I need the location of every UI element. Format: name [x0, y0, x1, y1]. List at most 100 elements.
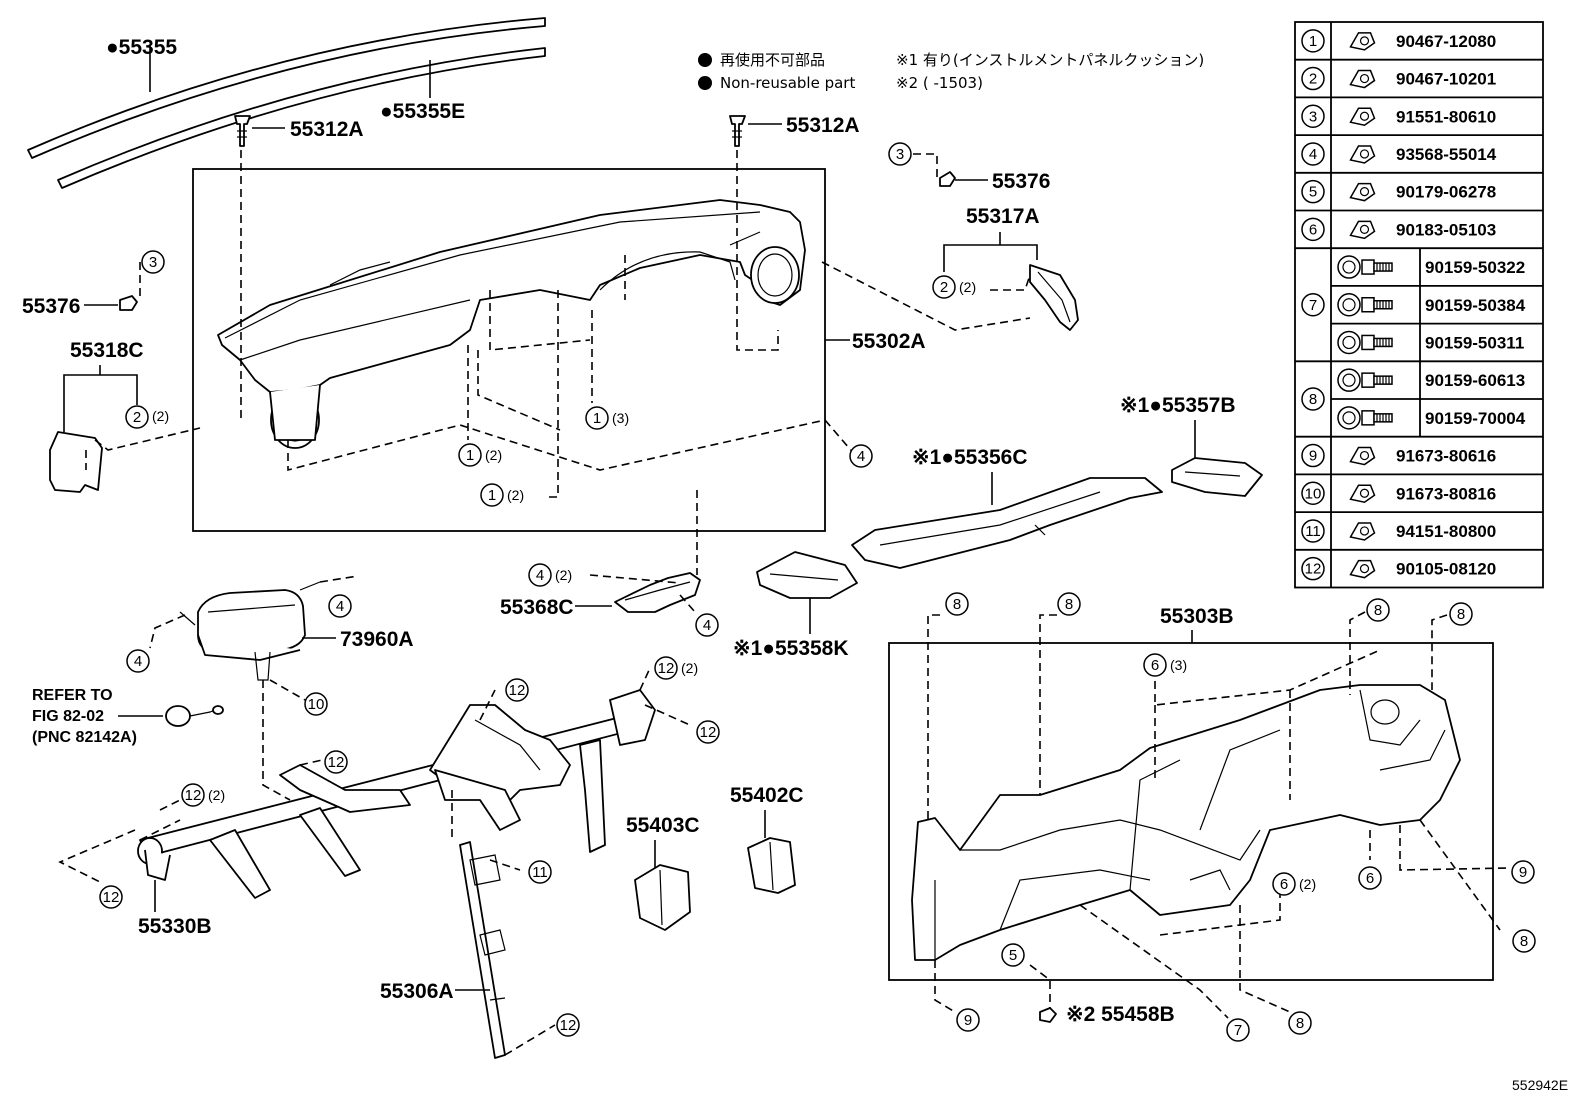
svg-text:6: 6	[1280, 876, 1288, 893]
bolt-washer-icon	[1337, 330, 1393, 355]
svg-text:4: 4	[536, 567, 544, 584]
legend-non-reusable-jp: 再使用不可部品	[720, 51, 825, 69]
part-number: 90159-70004	[1425, 409, 1526, 428]
connector-part	[165, 705, 224, 727]
part-number: 93568-55014	[1396, 145, 1497, 164]
label-55355: ●55355	[106, 36, 177, 59]
parts-table-ref	[1301, 481, 1325, 505]
label-55330b: 55330B	[138, 915, 212, 938]
refer-line-1: REFER TO	[32, 687, 113, 704]
parts-table-row: 9 91673-80616	[1295, 435, 1543, 475]
callouts: 3 3 2 (2) 2 (2) 1 (3) 1 (2) 1 (2) 4 4 (2…	[99, 142, 1536, 1042]
callout-4: 4	[126, 649, 150, 673]
part-number: 91673-80616	[1396, 447, 1496, 466]
parts-table-ref-number: 1	[1309, 33, 1317, 50]
svg-text:8: 8	[1374, 602, 1382, 619]
svg-text:12: 12	[103, 889, 120, 906]
callout-6: 6	[1358, 866, 1382, 890]
callout-12: 12	[324, 750, 348, 774]
legend-note-2: ※2 ( -1503)	[896, 74, 983, 92]
part-number: 90159-50322	[1425, 258, 1525, 277]
part-number: 91673-80816	[1396, 484, 1496, 503]
svg-text:(3): (3)	[612, 410, 629, 426]
callout-8: 8	[1288, 1011, 1312, 1035]
callout-1: 1	[458, 443, 482, 467]
cushion-55358k	[756, 551, 858, 599]
svg-text:12: 12	[658, 660, 675, 677]
callout-11: 11	[528, 860, 552, 884]
lower-panel-55303b	[911, 684, 1461, 961]
svg-text:(2): (2)	[555, 567, 572, 583]
svg-text:9: 9	[1519, 864, 1527, 881]
callout-4: 4	[695, 613, 719, 637]
svg-text:8: 8	[953, 596, 961, 613]
callout-1: 1	[480, 483, 504, 507]
callout-9: 9	[1511, 860, 1535, 884]
fastener-icon	[1349, 69, 1376, 89]
svg-text:(2): (2)	[208, 787, 225, 803]
parts-table-ref	[1301, 179, 1325, 204]
parts-table-ref-number: 7	[1309, 297, 1317, 314]
parts-table-ref	[1301, 29, 1325, 53]
callout-10: 10	[304, 692, 328, 716]
label-55303b: 55303B	[1160, 605, 1234, 628]
callout-4: 4	[528, 563, 552, 587]
dashed-leader	[287, 419, 826, 472]
callout-8: 8	[1366, 598, 1390, 622]
garnish-55403c	[634, 864, 691, 931]
callout-8: 8	[1057, 592, 1081, 616]
parts-table-ref	[1301, 556, 1325, 581]
svg-text:1: 1	[593, 410, 601, 427]
part-number: 90159-50384	[1425, 296, 1526, 315]
bolt-washer-icon	[1337, 368, 1393, 392]
callout-8: 8	[945, 592, 969, 616]
bolt-washer-icon	[1337, 293, 1393, 317]
parts-table-ref-number: 10	[1305, 485, 1322, 502]
callout-12: 12	[181, 783, 205, 807]
label-55302a: 55302A	[852, 330, 926, 353]
label-55402c: 55402C	[730, 784, 804, 807]
svg-text:12: 12	[560, 1017, 577, 1034]
part-number: 91551-80610	[1396, 107, 1496, 126]
svg-text:1: 1	[488, 487, 496, 504]
fastener-icon	[1349, 446, 1376, 466]
label-55358k: ※1●55358K	[733, 637, 849, 660]
callout-3: 3	[141, 250, 165, 274]
fastener-icon	[1349, 32, 1376, 51]
svg-text:(3): (3)	[1170, 657, 1187, 673]
legend-note-1: ※1 有り(インストルメントパネルクッション)	[896, 51, 1204, 69]
fastener-icon	[1349, 522, 1376, 541]
svg-text:12: 12	[185, 787, 202, 804]
svg-text:12: 12	[509, 682, 526, 699]
callout-2: 2	[932, 275, 956, 299]
callout-8: 8	[1512, 929, 1536, 953]
label-55355e: ●55355E	[380, 100, 465, 123]
callout-9: 9	[956, 1008, 980, 1032]
parts-table-row: 10 91673-80816	[1295, 473, 1543, 513]
filled-dot-icon	[698, 76, 712, 90]
fastener-icon	[1349, 182, 1376, 202]
label-55306a: 55306A	[380, 980, 454, 1003]
svg-text:3: 3	[896, 146, 904, 163]
svg-text:4: 4	[703, 617, 711, 634]
dashed-leader	[545, 290, 559, 498]
svg-text:8: 8	[1065, 596, 1073, 613]
refer-line-3: (PNC 82142A)	[32, 729, 137, 746]
callout-3: 3	[888, 142, 912, 166]
callout-6: 6	[1272, 872, 1296, 896]
parts-table-ref-number: 9	[1309, 448, 1317, 465]
clip-55376-top	[913, 153, 988, 187]
parts-table-ref	[1301, 443, 1325, 468]
clip-55376-left	[84, 262, 141, 311]
airbag-module-73960a	[149, 575, 359, 801]
fastener-icon	[1349, 220, 1376, 240]
part-number: 90179-06278	[1396, 183, 1496, 202]
bracket-55317a	[821, 232, 1079, 331]
callout-2: 2	[125, 405, 149, 429]
dashed-leader	[824, 419, 856, 456]
callout-8: 8	[1449, 602, 1473, 626]
